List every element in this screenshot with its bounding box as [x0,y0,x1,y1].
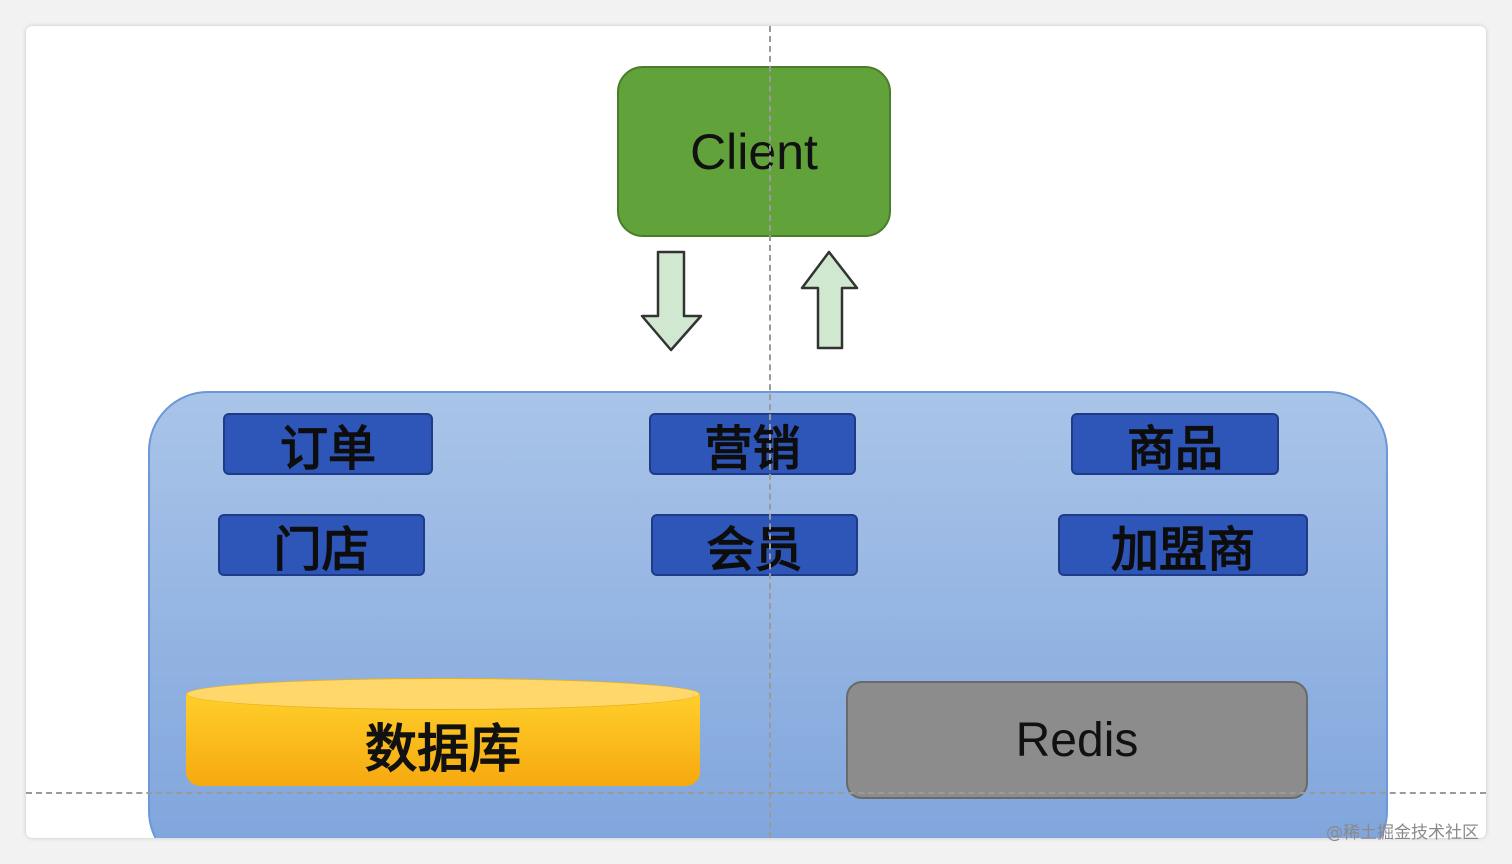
database-cylinder: 数据库 [186,678,700,798]
module-goods: 商品 [1071,413,1279,477]
module-member-label: 会员 [706,522,803,578]
vertical-guide-line [769,26,771,838]
horizontal-guide-line [26,792,1486,794]
module-goods-label: 商品 [1126,421,1223,477]
module-member: 会员 [651,514,858,578]
diagram-canvas: Client 订单 营销 商品 门店 会员 加盟商 数据库 Redis [26,26,1486,838]
database-cylinder-top [186,678,700,710]
module-store-label: 门店 [273,522,370,578]
client-label: Client [690,123,818,180]
up-arrow-icon [800,250,859,350]
module-order: 订单 [223,413,433,477]
module-marketing: 营销 [649,413,856,477]
module-marketing-label: 营销 [704,421,801,477]
down-arrow-icon [640,250,703,352]
client-node: Client [617,66,891,237]
module-franchisee: 加盟商 [1058,514,1308,578]
redis-label: Redis [1015,713,1139,767]
module-store: 门店 [218,514,425,578]
module-franchisee-label: 加盟商 [1110,522,1255,578]
module-order-label: 订单 [279,421,376,477]
database-label: 数据库 [364,719,521,780]
redis-node: Redis [846,681,1308,799]
watermark: @稀土掘金技术社区 [1326,823,1479,843]
